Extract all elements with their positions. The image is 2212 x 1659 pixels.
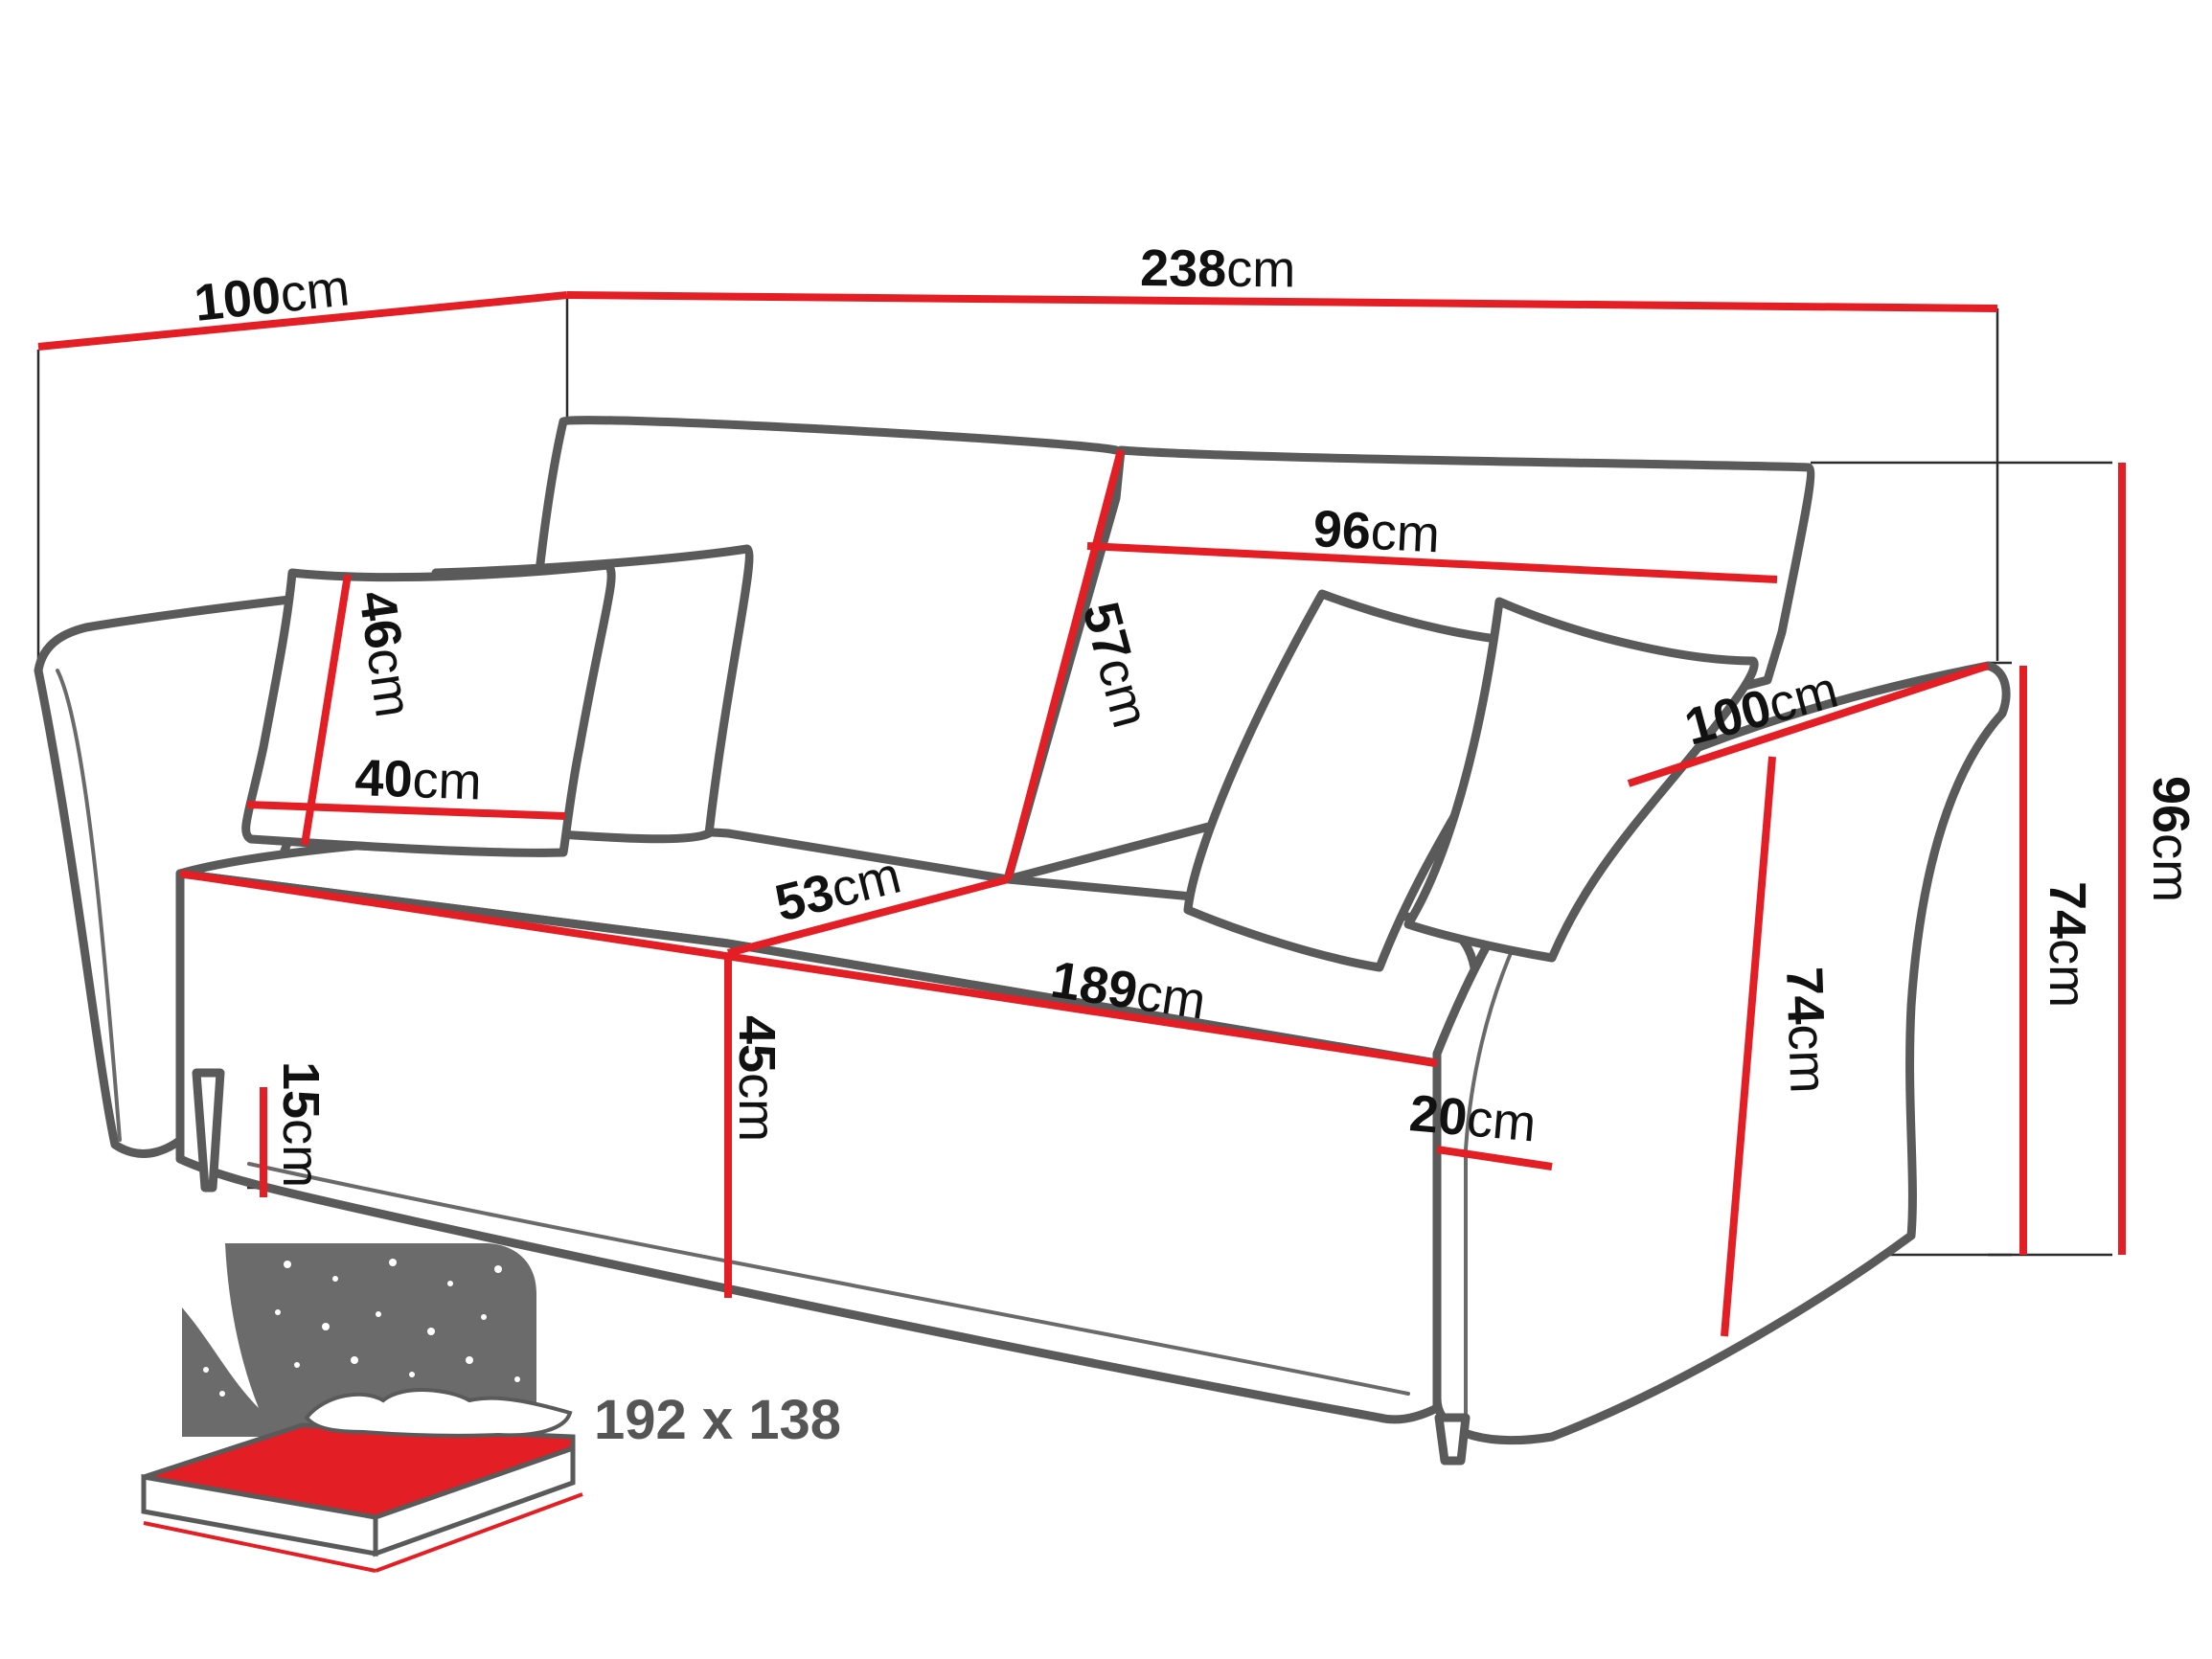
leg-right — [1434, 1413, 1471, 1466]
dim-line-backrest-height — [1004, 448, 1125, 881]
dim-line-pillow-width — [246, 801, 566, 820]
label-arm-side-height: 74cm — [2039, 881, 2096, 1008]
leg-left — [192, 1068, 225, 1193]
dimension-labels: 100cm 238cm 96cm 57cm 46cm 40cm 53cm 189… — [192, 239, 2200, 1188]
dim-line-width-total — [566, 291, 1998, 312]
label-depth-top: 100cm — [192, 259, 352, 332]
dim-line-seat-width — [179, 870, 1438, 1067]
dim-line-backrest-width — [1086, 542, 1778, 583]
bed-night-icon: 192 x 138 — [141, 1243, 841, 1573]
label-width-total: 238cm — [1140, 239, 1296, 298]
label-total-height: 96cm — [2142, 776, 2200, 902]
dim-line-seat-depth — [726, 875, 1010, 957]
label-armrest-width: 20cm — [1407, 1084, 1539, 1152]
label-pillow-height: 46cm — [348, 587, 422, 720]
label-pillow-width: 40cm — [354, 749, 483, 811]
sofa-drawing — [34, 416, 2011, 1466]
dim-line-depth-top — [37, 291, 568, 351]
dimension-lines — [37, 291, 2126, 1337]
label-seat-width: 189cm — [1047, 951, 1209, 1031]
dim-line-armrest-height — [1721, 756, 1776, 1337]
label-armrest-height: 74cm — [1775, 966, 1837, 1094]
label-leg-height: 15cm — [272, 1061, 330, 1188]
bed-pillows — [304, 1388, 573, 1438]
dim-line-armrest-width — [1436, 1146, 1553, 1170]
dim-line-pillow-height — [301, 574, 352, 846]
night-sky-backdrop — [182, 1243, 536, 1437]
label-seat-height: 45cm — [728, 1015, 786, 1142]
sofa-front-base — [175, 869, 1442, 1424]
dim-line-armrest-depth — [1627, 662, 1990, 787]
pillow-back-right — [1403, 597, 1759, 963]
label-backrest-width: 96cm — [1311, 500, 1441, 563]
sleeping-area-label: 192 x 138 — [594, 1389, 841, 1451]
label-seat-depth: 53cm — [769, 846, 906, 932]
stars — [203, 1259, 520, 1397]
